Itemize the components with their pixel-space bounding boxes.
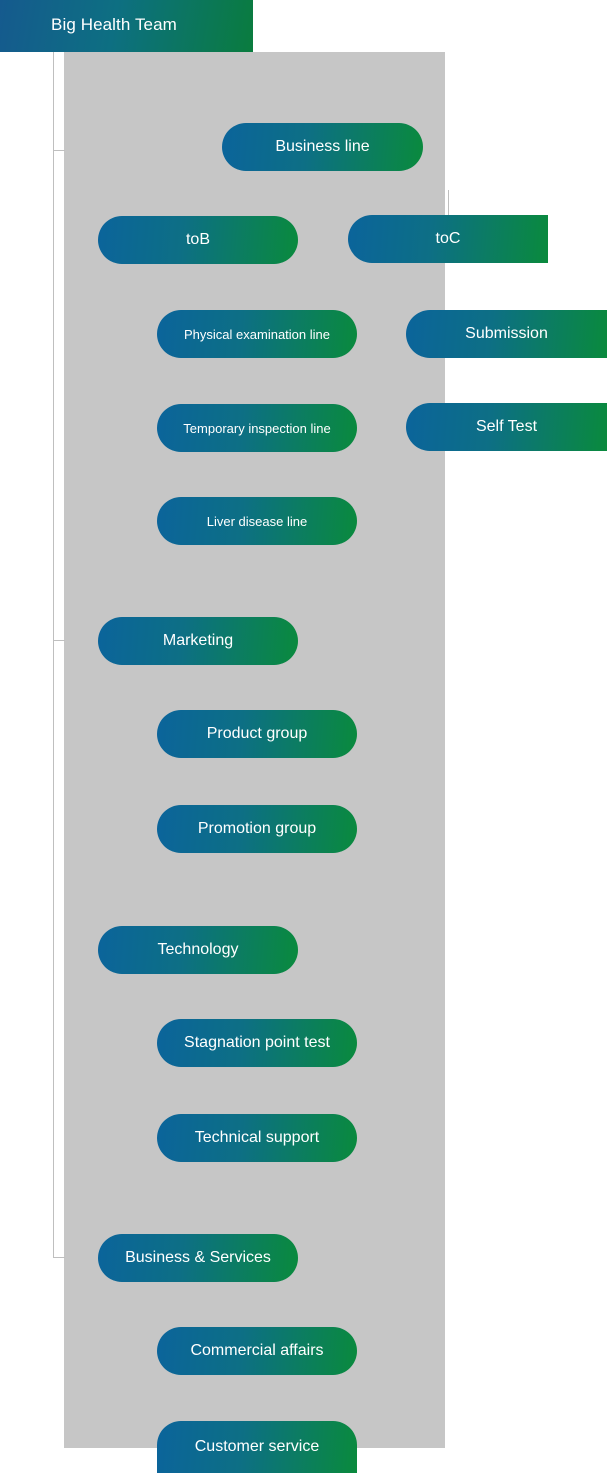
node-promotion-group[interactable]: Promotion group — [157, 805, 357, 853]
node-marketing[interactable]: Marketing — [98, 617, 298, 665]
node-temporary-inspection-line[interactable]: Temporary inspection line — [157, 404, 357, 452]
connector-tick-business-services — [53, 1257, 65, 1258]
node-submission[interactable]: Submission — [406, 310, 607, 358]
node-product-group[interactable]: Product group — [157, 710, 357, 758]
node-self-test[interactable]: Self Test — [406, 403, 607, 451]
connector-rail — [53, 52, 54, 1257]
connector-stub-toc — [448, 190, 449, 216]
node-commercial-affairs[interactable]: Commercial affairs — [157, 1327, 357, 1375]
page-title: Big Health Team — [51, 15, 177, 34]
node-toc[interactable]: toC — [348, 215, 548, 263]
node-liver-disease-line[interactable]: Liver disease line — [157, 497, 357, 545]
node-technology[interactable]: Technology — [98, 926, 298, 974]
node-customer-service[interactable]: Customer service — [157, 1421, 357, 1473]
node-stagnation-point-test[interactable]: Stagnation point test — [157, 1019, 357, 1067]
node-physical-examination-line[interactable]: Physical examination line — [157, 310, 357, 358]
node-business-and-services[interactable]: Business & Services — [98, 1234, 298, 1282]
node-technical-support[interactable]: Technical support — [157, 1114, 357, 1162]
connector-tick-business-line — [53, 150, 65, 151]
node-business-line[interactable]: Business line — [222, 123, 423, 171]
connector-tick-marketing — [53, 640, 65, 641]
node-tob[interactable]: toB — [98, 216, 298, 264]
header-bar: Big Health Team — [0, 0, 253, 52]
